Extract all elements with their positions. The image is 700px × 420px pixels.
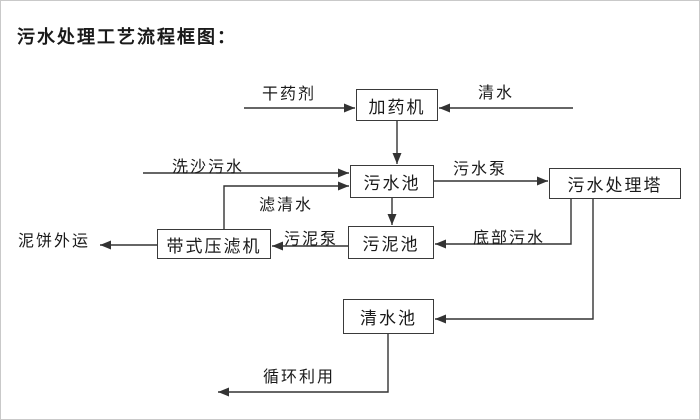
- edge-label-recycle-use: 循环利用: [263, 369, 336, 386]
- node-belt-filter-press: 带式压滤机: [157, 229, 271, 259]
- edge-label-sludge-pump: 污泥泵: [284, 231, 339, 248]
- node-sewage-pool: 污水池: [350, 165, 434, 198]
- edge-recycle-line: [218, 334, 389, 397]
- node-sludge-pool: 污泥池: [348, 226, 434, 259]
- edge-tower-to-cleanpool-line: [435, 199, 594, 324]
- edge-filtered-water-line: [223, 181, 349, 229]
- edge-bottom-sewage-line: [435, 199, 572, 249]
- page-title: 污水处理工艺流程框图：: [17, 27, 237, 48]
- edge-label-clean-water: 清水: [478, 85, 515, 102]
- node-sewage-treatment-tower: 污水处理塔: [549, 168, 681, 199]
- edge-label-sewage-pump: 污水泵: [453, 161, 508, 178]
- node-clean-water-pool: 清水池: [343, 299, 434, 334]
- edge-label-filtered-water: 滤清水: [259, 197, 314, 214]
- edge-label-bottom-sewage: 底部污水: [473, 230, 546, 247]
- edge-label-mud-cake-out: 泥饼外运: [18, 233, 91, 250]
- edge-label-sand-wash-sewage: 洗沙污水: [172, 159, 245, 176]
- edge-label-dry-chemical: 干药剂: [262, 86, 317, 103]
- node-dosing-machine: 加药机: [356, 89, 438, 121]
